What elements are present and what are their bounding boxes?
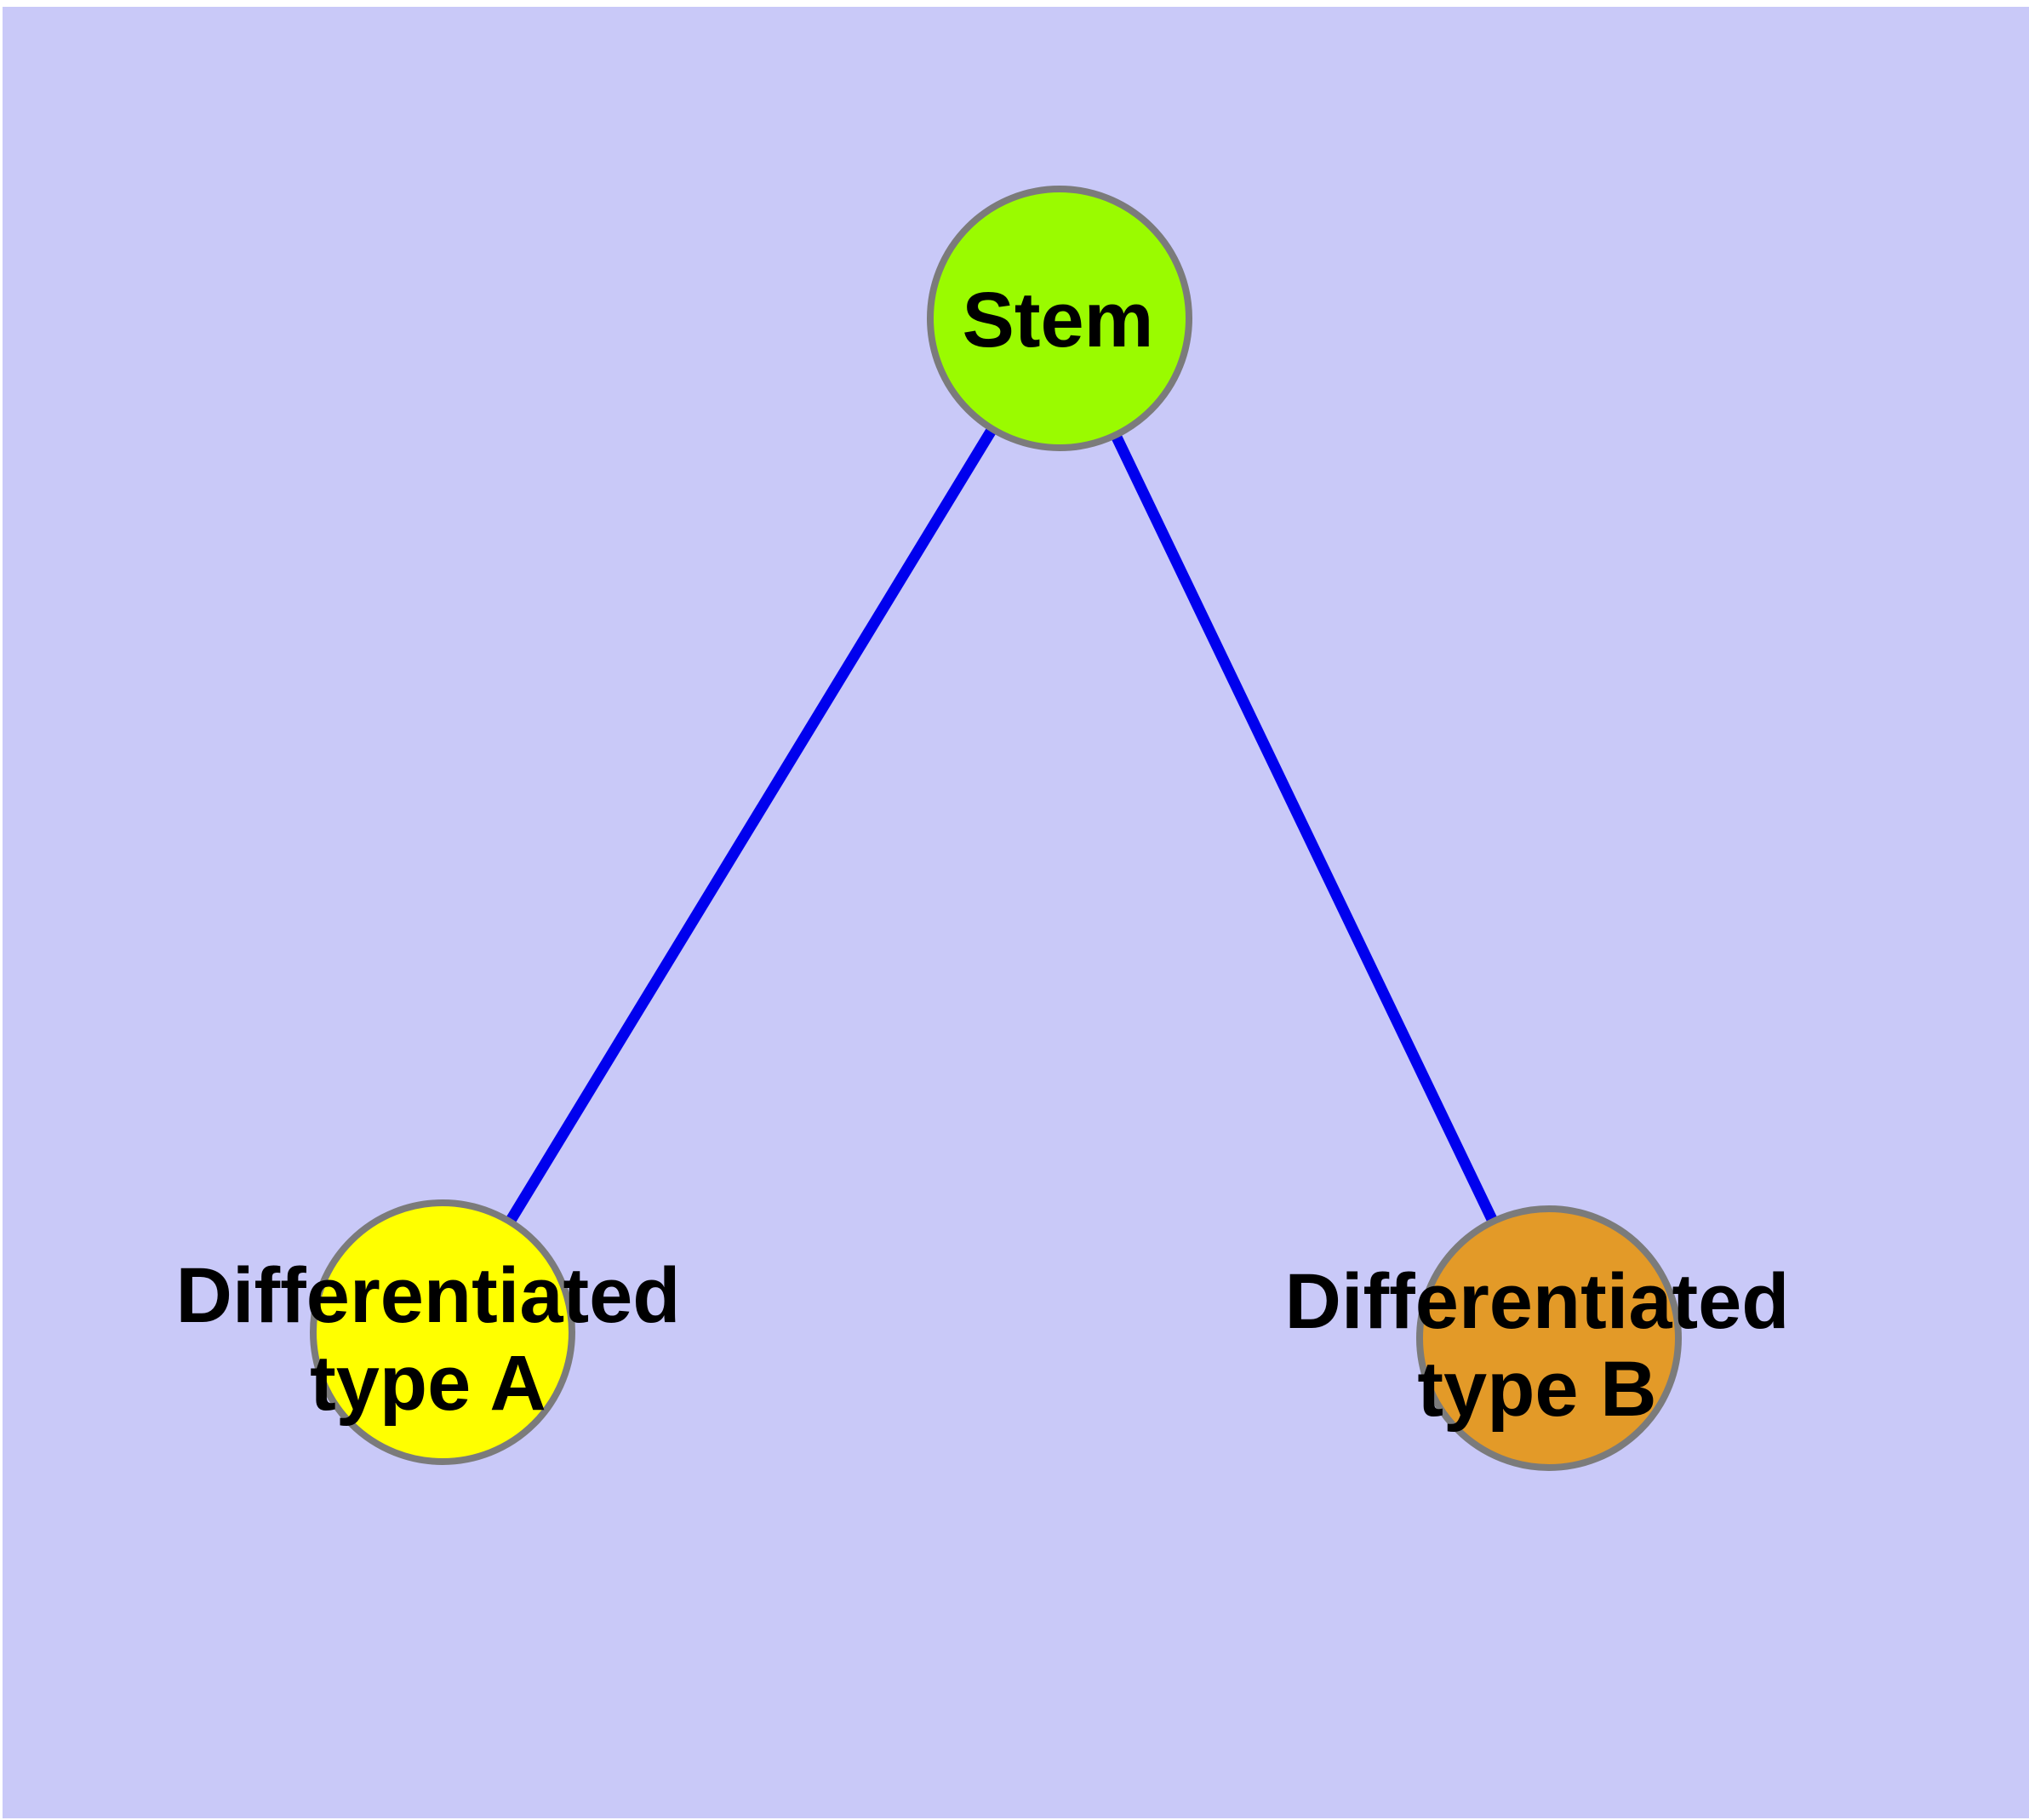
type-b-node-label-line-1: Differentiated [1285,1258,1790,1345]
edge-layer [437,315,1554,1341]
type-b-node-label-line-2: type B [1417,1346,1656,1433]
node-stem: Stem [927,186,1192,451]
type-a-node-label-line-2: type A [310,1340,546,1427]
stem-node-label: Stem [963,277,1154,363]
type-b-node-circle [1416,1205,1682,1471]
node-differentiated-type-b: Differentiated type B [1285,1205,1790,1471]
stem-node-circle [927,186,1192,451]
type-a-node-label-line-1: Differentiated [176,1252,681,1339]
edge-stem-to-type-a [437,315,1065,1336]
edge-stem-to-type-b [1055,316,1554,1341]
node-differentiated-type-a: Differentiated type A [176,1199,681,1465]
type-a-node-circle [310,1199,575,1465]
